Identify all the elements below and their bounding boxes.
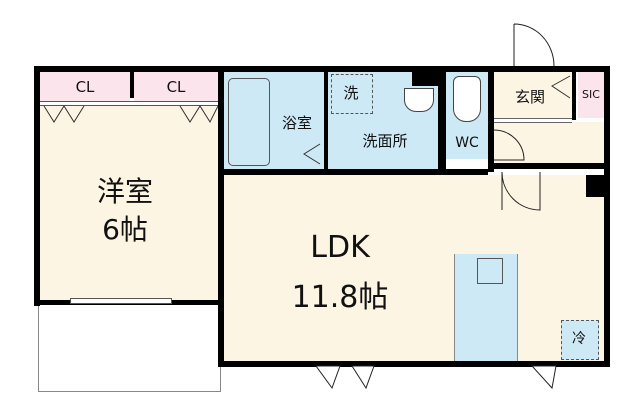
pillar-ldk xyxy=(586,175,604,197)
refrigerator-space xyxy=(561,320,599,360)
wall-sic xyxy=(572,72,576,120)
wall-left xyxy=(34,66,40,306)
closet-rail xyxy=(40,101,218,106)
wall-bath-wash xyxy=(324,72,328,172)
toilet-label: WC xyxy=(455,135,479,151)
shoe-closet xyxy=(578,72,604,118)
wall-wash-wc xyxy=(438,72,446,172)
sic-door-icon xyxy=(551,75,571,99)
wall-hall-bottom xyxy=(488,163,610,169)
wall-wc-hall xyxy=(488,72,494,172)
wall-wet-bottom xyxy=(218,169,488,175)
wall-top-right xyxy=(440,66,610,72)
bathroom-label: 浴室 xyxy=(281,114,312,132)
pillar-wash xyxy=(412,72,438,86)
entrance-label: 玄関 xyxy=(514,88,545,106)
wall-top-left xyxy=(34,66,444,72)
kitchen-counter xyxy=(454,254,518,361)
wall-closet-divider xyxy=(130,72,134,98)
wash-basin xyxy=(404,88,434,112)
shoe-closet-label: SIC xyxy=(582,88,600,101)
entrance-door-icon xyxy=(513,23,555,67)
bath-door-icon xyxy=(303,143,321,165)
refrigerator-label: 冷 xyxy=(572,331,586,347)
western-room-size: 6帖 xyxy=(102,213,148,246)
entrance-step xyxy=(494,118,572,123)
washing-machine-space xyxy=(331,74,373,114)
ldk-door-icon xyxy=(501,171,541,211)
closet-right xyxy=(134,72,218,103)
washing-machine-label: 洗 xyxy=(343,84,359,102)
western-room-name: 洋室 xyxy=(96,175,153,208)
ldk-size: 11.8帖 xyxy=(291,280,389,315)
balcony-window xyxy=(70,298,172,304)
bathroom xyxy=(224,72,324,169)
toilet-fixture xyxy=(453,76,481,122)
washroom-label: 洗面所 xyxy=(362,132,408,150)
closet-right-label: CL xyxy=(166,78,186,96)
western-room xyxy=(40,103,218,300)
closet-door-icons xyxy=(43,105,219,124)
hall-door-icon xyxy=(493,129,525,161)
ldk xyxy=(224,175,604,361)
closet-left xyxy=(40,72,130,103)
ldk-name: LDK xyxy=(310,230,370,265)
window-sash-icons xyxy=(315,365,557,390)
wall-room-ldk xyxy=(218,72,224,367)
hallway xyxy=(494,122,604,163)
bathtub xyxy=(228,78,270,166)
entrance xyxy=(494,72,572,118)
wall-bottom-ldk xyxy=(218,361,610,367)
kitchen-sink xyxy=(477,258,503,284)
closet-left-label: CL xyxy=(75,78,95,96)
wall-right xyxy=(604,66,610,367)
